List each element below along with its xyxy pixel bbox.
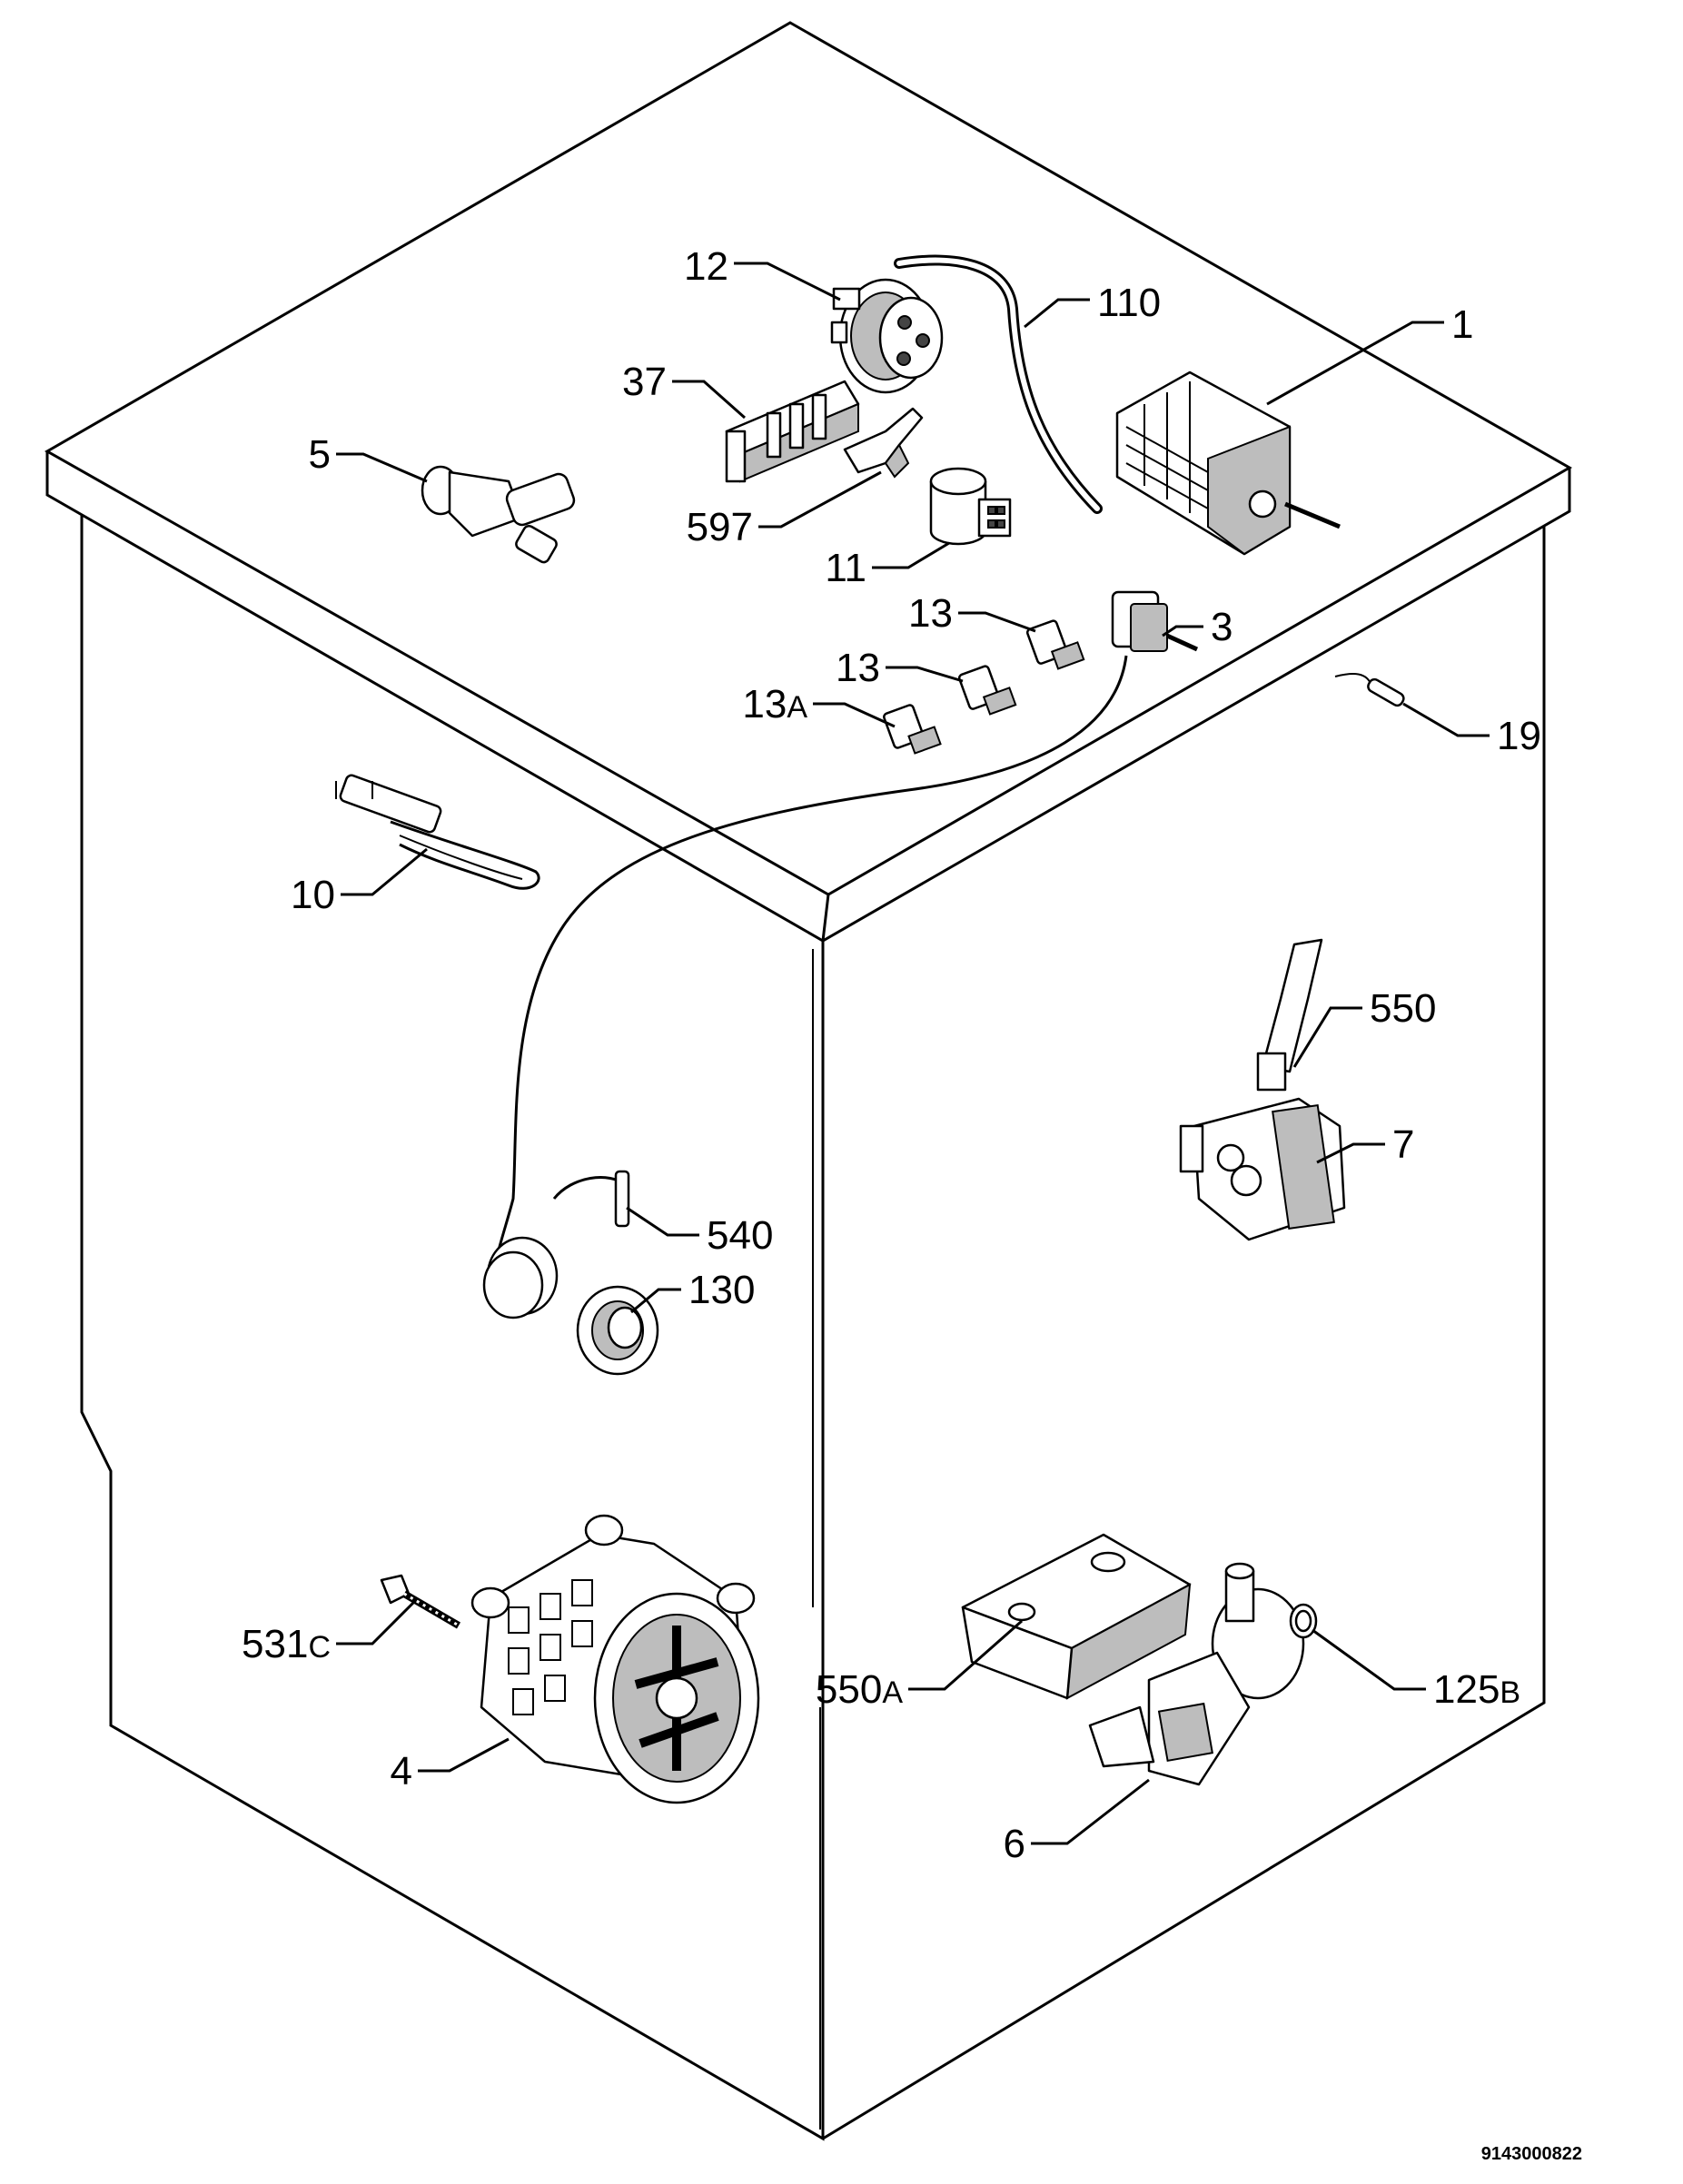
connector-13a-part: [883, 704, 942, 755]
connector-13-upper-part: [1025, 619, 1085, 670]
label-13a: 13A: [742, 682, 807, 726]
label-550a: 550A: [816, 1667, 903, 1712]
door-lock-part: [1179, 938, 1346, 1241]
label-37: 37: [622, 360, 667, 404]
label-13-lower: 13: [836, 646, 880, 690]
label-12: 12: [684, 244, 728, 289]
drawing-code: 9143000822: [1481, 2144, 1582, 2164]
temperature-sensor-part: [1334, 673, 1405, 707]
label-13-upper: 13: [908, 591, 953, 636]
label-531c: 531C: [242, 1622, 331, 1666]
programmer-timer-part: [1115, 371, 1341, 556]
label-19: 19: [1497, 714, 1541, 758]
label-10: 10: [291, 873, 335, 917]
label-11: 11: [825, 546, 866, 590]
label-550: 550: [1370, 986, 1436, 1031]
terminal-block-part: [725, 380, 860, 483]
label-1: 1: [1451, 302, 1473, 347]
motor-part: [470, 1514, 760, 1804]
callout-labels: 12 110 1 37 5 597 11 13 3 13 13A 19 10 5…: [242, 244, 1541, 1866]
wiring-harness-part: [489, 655, 1128, 1281]
capacitor-part: [929, 467, 1012, 546]
screw-part: [380, 1574, 461, 1629]
grommet-part: [482, 1236, 659, 1376]
pressure-switch-part: [830, 278, 944, 394]
heating-element-part: [335, 774, 540, 890]
water-valve-part: [421, 465, 576, 564]
label-125b: 125B: [1433, 1667, 1520, 1712]
clip-part: [843, 407, 924, 479]
cabinet-outline: [44, 21, 1573, 2141]
leader-lines: [336, 262, 1490, 1845]
clamp-part: [552, 1170, 630, 1228]
label-597: 597: [687, 505, 753, 549]
cover-part: [961, 1533, 1192, 1700]
label-6: 6: [1004, 1822, 1025, 1866]
label-110: 110: [1097, 281, 1161, 325]
connector-13-lower-part: [957, 665, 1017, 716]
label-130: 130: [688, 1268, 755, 1312]
label-4: 4: [391, 1749, 412, 1794]
label-7: 7: [1392, 1122, 1414, 1167]
sealing-ring-part: [1289, 1603, 1318, 1639]
switch-part: [1111, 590, 1199, 652]
label-5: 5: [309, 432, 331, 477]
label-3: 3: [1211, 605, 1233, 649]
label-540: 540: [707, 1213, 773, 1258]
drain-pump-part: [1088, 1562, 1305, 1786]
